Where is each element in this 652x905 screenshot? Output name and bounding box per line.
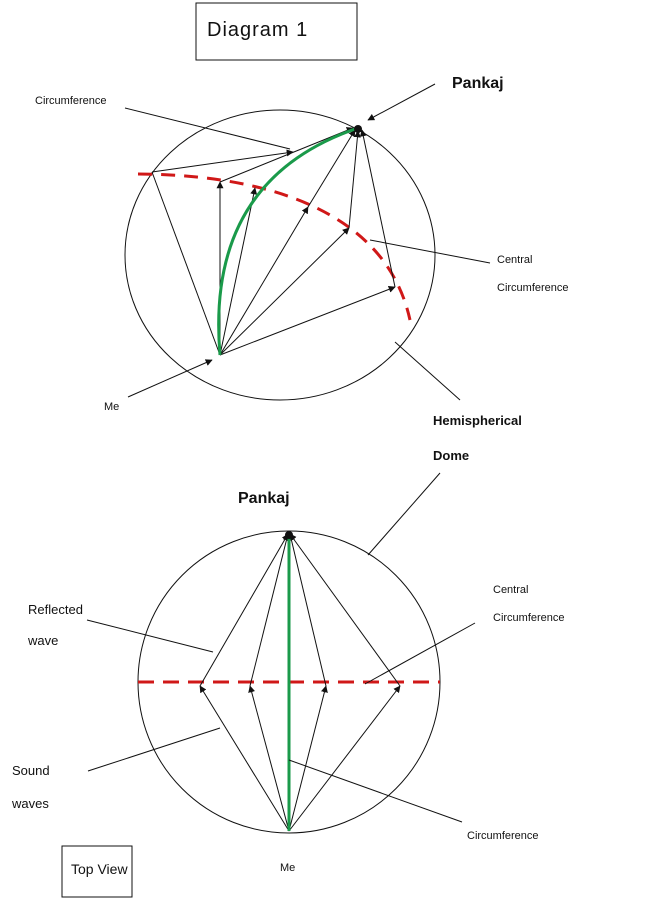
me-pointer <box>127 359 213 398</box>
circumference-label: Circumference <box>35 95 107 107</box>
diagram-title: Diagram 1 <box>207 19 308 41</box>
top-pankaj-point <box>285 531 293 539</box>
top-view-label: Top View <box>71 861 128 877</box>
title-box <box>195 2 358 61</box>
reflected-label-line1: Reflected <box>28 602 83 617</box>
dome-label-line2: Dome <box>433 448 469 463</box>
top-central-label-line2: Circumference <box>493 612 565 624</box>
top-reflect-left-outer <box>199 533 289 687</box>
top-me-label: Me <box>280 862 295 874</box>
reflected-path-4 <box>307 129 356 208</box>
pankaj-label: Pankaj <box>452 75 504 92</box>
top-reflect-left-inner <box>249 533 290 687</box>
dome-label-line1: Hemispherical <box>433 413 522 428</box>
reflected-wave-pointer <box>86 619 214 653</box>
top-circumference-pointer <box>288 759 463 823</box>
top-view: Pankaj Central Circumference Reflected w… <box>11 472 565 898</box>
central-label-line1: Central <box>497 254 532 266</box>
sound-waves-pointer <box>87 727 221 772</box>
top-sound-wave-paths <box>199 533 401 832</box>
me-label: Me <box>104 401 119 413</box>
reflected-path-1 <box>151 149 294 173</box>
top-dome-pointer <box>367 472 441 556</box>
central-label-line2: Circumference <box>497 282 569 294</box>
sound-wave-paths <box>151 127 396 356</box>
top-reflect-right-inner <box>288 533 327 687</box>
wave-path-5 <box>219 227 350 356</box>
central-circumference-arc <box>137 172 412 321</box>
top-reflect-right-outer <box>289 533 401 687</box>
reflected-path-6 <box>359 129 396 288</box>
wave-path-3 <box>219 187 258 356</box>
top-central-label-line1: Central <box>493 584 528 596</box>
reflected-path-5 <box>348 130 361 229</box>
wave-path-6 <box>219 286 396 356</box>
reflected-label-line2: wave <box>27 633 58 648</box>
wave-path-1 <box>151 171 221 356</box>
sound-label-line2: waves <box>11 796 49 811</box>
top-wave-left-outer <box>199 685 290 832</box>
top-wave-left-inner <box>248 685 290 832</box>
top-wave-right-outer <box>288 685 401 832</box>
top-wave-right-inner <box>288 685 328 832</box>
pankaj-pointer <box>367 83 436 121</box>
wave-path-4 <box>219 206 309 356</box>
sound-label-line1: Sound <box>12 763 50 778</box>
circumference-pointer <box>124 107 291 150</box>
top-circumference-label: Circumference <box>467 830 539 842</box>
direct-path-curve <box>217 126 359 356</box>
side-view: Pankaj Circumference Central Circumferen… <box>35 75 569 463</box>
pankaj-point <box>354 125 362 133</box>
dome-pointer <box>394 341 461 401</box>
hemispherical-dome-outline <box>124 109 436 401</box>
top-pankaj-label: Pankaj <box>238 490 290 507</box>
central-circumference-pointer <box>369 239 491 264</box>
reflected-path-2 <box>219 127 354 183</box>
top-view-box <box>61 845 133 898</box>
top-central-pointer <box>364 622 476 685</box>
